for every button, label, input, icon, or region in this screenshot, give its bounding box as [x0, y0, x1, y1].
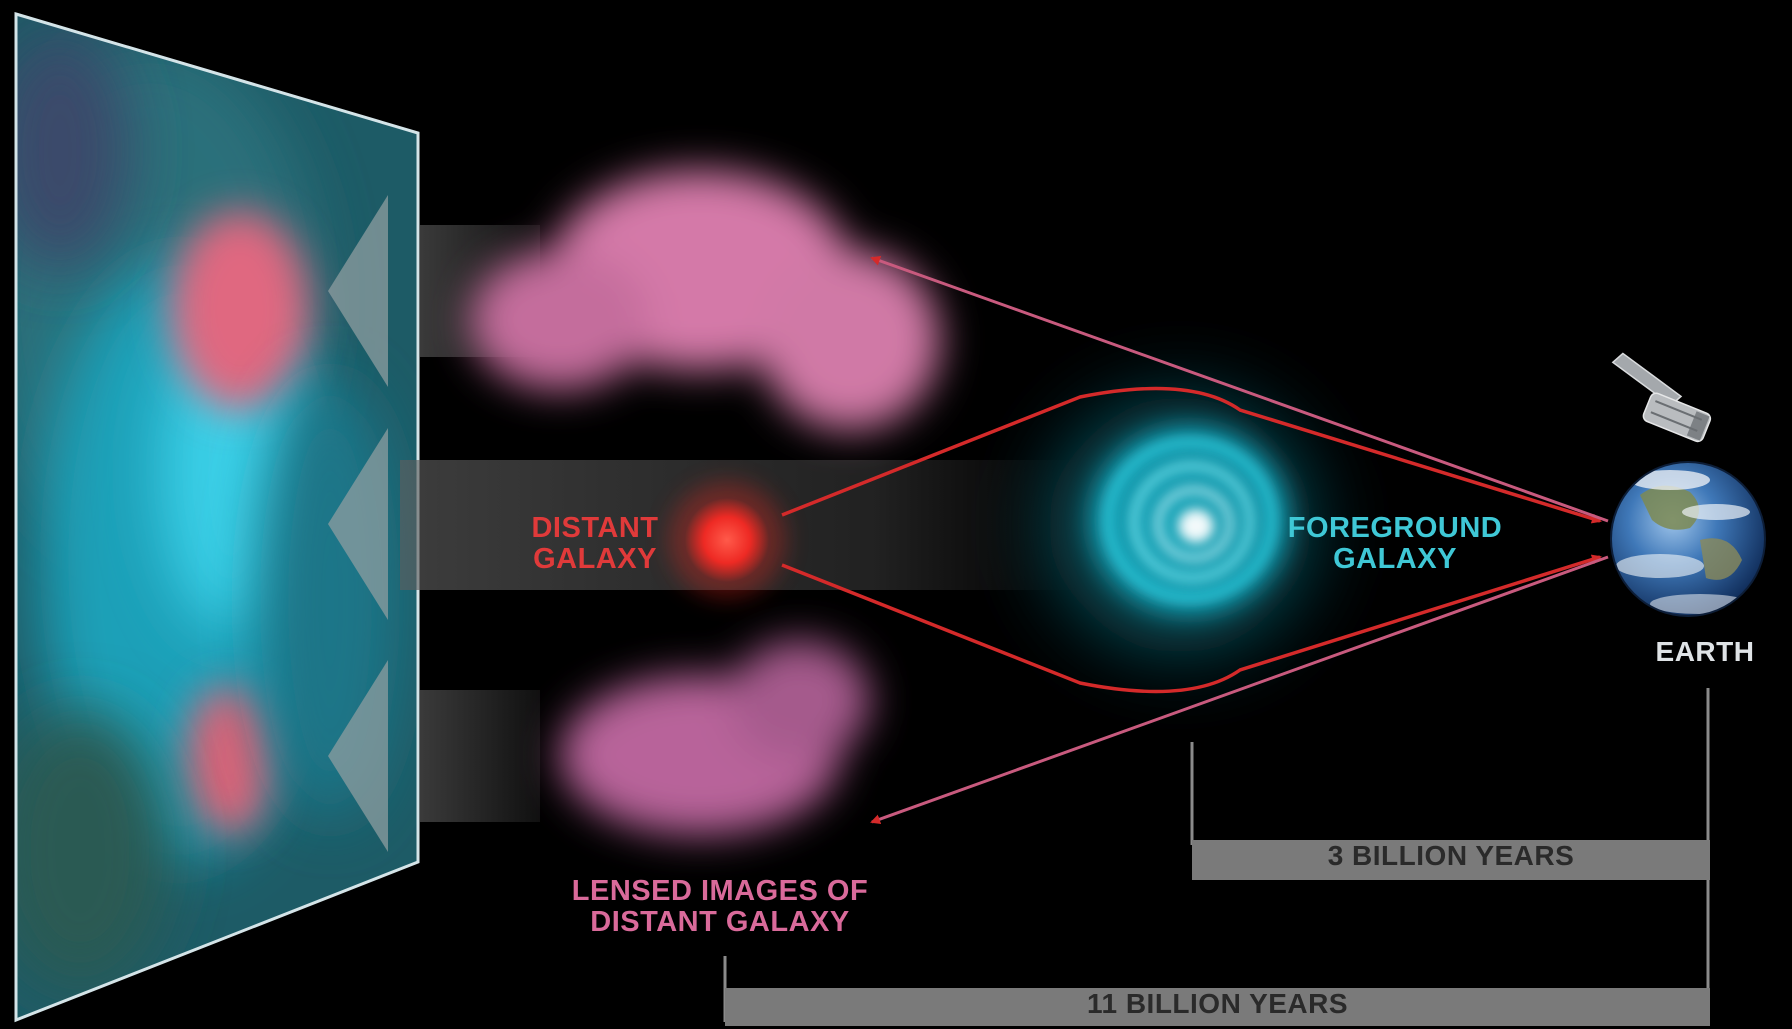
distant-galaxy-label-line2: GALAXY [533, 543, 657, 576]
lensed-images-label-line1: LENSED IMAGES OF [571, 875, 869, 907]
apparent-arrow-lower [870, 555, 1609, 824]
lensed-images [470, 170, 940, 835]
satellite-icon [1611, 352, 1712, 443]
light-path-upper [781, 386, 1602, 524]
earth-label: EARTH [1655, 636, 1755, 667]
observed-image-panel [14, 11, 420, 1023]
foreground-galaxy-label: FOREGROUND GALAXY [1270, 512, 1520, 576]
distant-galaxy-label: DISTANT GALAXY [520, 512, 670, 576]
apparent-arrow-upper [870, 255, 1609, 523]
lower-beam-arrow [328, 660, 388, 852]
lower-beam [420, 690, 540, 822]
upper-beam-arrow [328, 195, 388, 387]
apparent-direction-arrows [870, 255, 1609, 824]
foreground-galaxy-label-line1: FOREGROUND [1287, 512, 1503, 544]
lensed-image-top [470, 170, 940, 430]
lensed-images-label: LENSED IMAGES OF DISTANT GALAXY [545, 875, 895, 939]
distant-galaxy-label-line1: DISTANT [531, 512, 659, 544]
light-paths [781, 386, 1602, 694]
light-path-lower [781, 554, 1602, 694]
middle-beam-arrow [328, 428, 388, 620]
distance-label-3-billion: 3 BILLION YEARS [1327, 840, 1575, 871]
earth-icon [1610, 461, 1766, 617]
lensed-image-bottom [560, 640, 870, 835]
distance-label-11-billion: 11 BILLION YEARS [1086, 988, 1349, 1019]
distance-scale [723, 688, 1710, 1026]
foreground-galaxy-label-line2: GALAXY [1333, 543, 1457, 576]
lensed-images-label-line2: DISTANT GALAXY [590, 906, 850, 939]
distant-galaxy [669, 482, 785, 598]
bar-11-billion [725, 988, 1710, 1026]
bar-3-billion [1192, 840, 1710, 880]
foreground-galaxy [1000, 350, 1360, 700]
